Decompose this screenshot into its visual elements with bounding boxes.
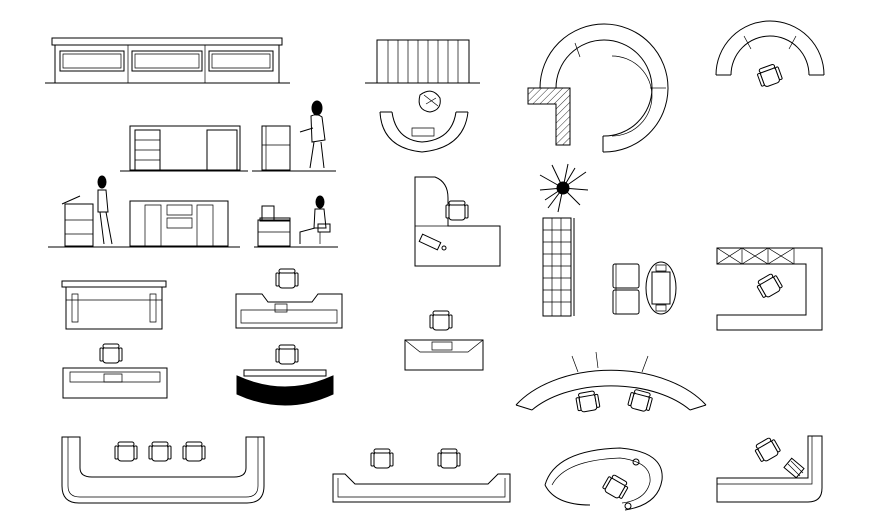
counter-elevation-person-typing	[254, 196, 338, 247]
tiled-panel-plan	[543, 218, 574, 316]
desk-elevation-person-standing	[120, 101, 336, 171]
corner-reception-desk-plan	[415, 177, 500, 266]
counter-elevation-long	[45, 38, 290, 83]
palm-plant-plan	[540, 164, 588, 212]
desk-plan-chair-c	[63, 343, 167, 398]
long-counter-plan-two-chairs	[333, 448, 510, 502]
desk-plan-chair-b	[405, 310, 483, 370]
counter-elevation-side	[48, 176, 240, 247]
oval-table-plan	[646, 262, 676, 314]
u-counter-plan-three-chairs	[62, 437, 264, 503]
curved-counter-plan-two-chairs	[516, 352, 706, 414]
l-shaped-counter-plan	[717, 248, 822, 330]
reception-desk-front-elevation	[62, 281, 166, 329]
curved-counter-plan-large	[528, 24, 668, 152]
desk-plan-chair-a	[236, 268, 342, 328]
l-desk-plan-corner-chair	[717, 435, 822, 502]
reception-desk-plan-person	[380, 91, 468, 152]
counter-elevation-slatted	[365, 40, 480, 83]
sofa-pair-plan	[613, 264, 639, 314]
curved-desk-plan-spiral	[545, 448, 662, 510]
curved-desk-plan-small	[716, 21, 824, 89]
desk-plan-dark-counter	[237, 344, 333, 405]
